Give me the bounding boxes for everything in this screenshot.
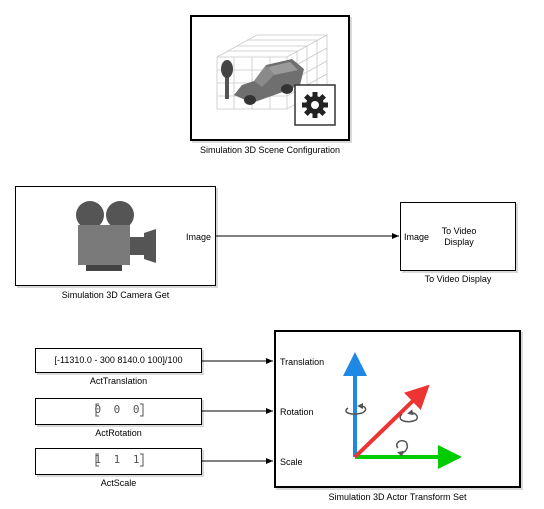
scene-configuration-caption: Simulation 3D Scene Configuration bbox=[199, 145, 341, 155]
act-scale-value: 1 1 1 bbox=[94, 453, 143, 466]
actor-transform-set-caption: Simulation 3D Actor Transform Set bbox=[328, 492, 467, 502]
scene-configuration-block[interactable] bbox=[190, 15, 350, 141]
car-scene-gear-icon bbox=[216, 34, 336, 126]
act-rotation-value: 0 0 0 bbox=[94, 403, 143, 416]
film-camera-icon bbox=[76, 201, 156, 271]
act-scale-caption: ActScale bbox=[100, 478, 137, 488]
act-translation-block[interactable]: [-11310.0 - 300 8140.0 100]/100 bbox=[35, 348, 202, 373]
camera-get-caption: Simulation 3D Camera Get bbox=[61, 290, 170, 300]
act-rotation-caption: ActRotation bbox=[95, 428, 142, 438]
rotation-matrix-brackets-icon bbox=[95, 403, 144, 417]
camera-image-output-port: Image bbox=[185, 232, 211, 242]
video-display-caption: To Video Display bbox=[424, 274, 492, 284]
camera-get-block[interactable]: Image bbox=[15, 186, 216, 286]
video-display-block[interactable]: Image To Video Display bbox=[400, 202, 516, 271]
actor-rotation-input-port: Rotation bbox=[280, 407, 314, 417]
video-display-image-input-port: Image bbox=[404, 232, 430, 242]
act-translation-caption: ActTranslation bbox=[89, 376, 148, 386]
act-translation-value: [-11310.0 - 300 8140.0 100]/100 bbox=[54, 355, 183, 365]
actor-scale-input-port: Scale bbox=[280, 457, 303, 467]
act-scale-block[interactable]: 1 1 1 bbox=[35, 448, 202, 475]
act-rotation-block[interactable]: 0 0 0 bbox=[35, 398, 202, 425]
scale-matrix-brackets-icon bbox=[95, 453, 144, 467]
video-display-body-text: To Video Display bbox=[441, 226, 477, 247]
actor-transform-set-block[interactable]: Translation Rotation Scale bbox=[274, 330, 521, 488]
xyz-axes-icon bbox=[343, 352, 462, 469]
actor-translation-input-port: Translation bbox=[280, 357, 325, 367]
